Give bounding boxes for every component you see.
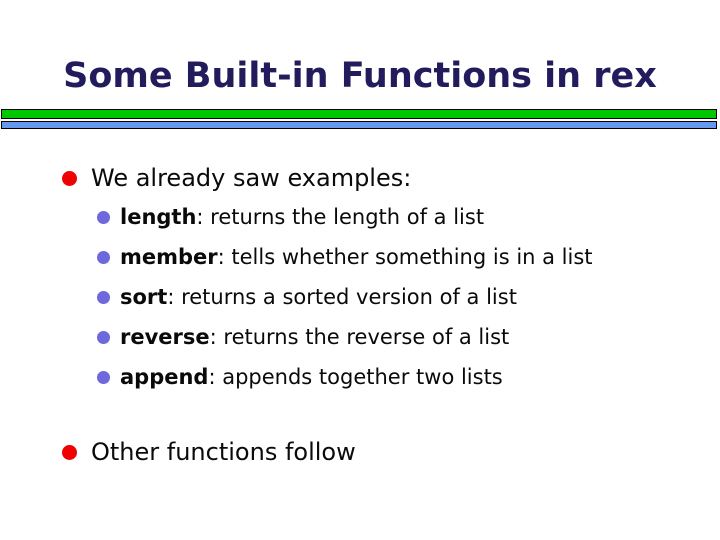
list-item-label: Other functions follow xyxy=(91,438,356,466)
bullet-icon xyxy=(97,290,110,304)
blue-divider-bar xyxy=(1,121,717,129)
bullet-icon xyxy=(97,210,110,224)
list-item: We already saw examples: xyxy=(0,164,411,192)
function-description: : appends together two lists xyxy=(208,365,503,389)
bullet-icon xyxy=(62,444,77,460)
function-description: : returns the reverse of a list xyxy=(209,325,510,349)
list-item: sort: returns a sorted version of a list xyxy=(0,284,517,310)
bullet-icon xyxy=(97,330,110,344)
list-item: reverse: returns the reverse of a list xyxy=(0,324,509,350)
slide-title: Some Built-in Functions in rex xyxy=(63,56,657,96)
list-item: member: tells whether something is in a … xyxy=(0,244,593,270)
function-description: : returns a sorted version of a list xyxy=(167,285,517,309)
function-name: reverse xyxy=(120,325,210,349)
list-item: Other functions follow xyxy=(0,438,356,466)
list-item-label: We already saw examples: xyxy=(91,164,412,192)
green-divider-bar xyxy=(1,109,717,119)
function-description: : returns the length of a list xyxy=(196,205,485,229)
bullet-icon xyxy=(97,250,110,264)
bullet-icon xyxy=(97,370,110,384)
function-name: append xyxy=(120,365,209,389)
function-name: sort xyxy=(120,285,168,309)
function-name: length xyxy=(120,205,197,229)
function-name: member xyxy=(120,245,218,269)
list-item: length: returns the length of a list xyxy=(0,204,484,230)
function-description: : tells whether something is in a list xyxy=(217,245,593,269)
bullet-icon xyxy=(62,170,77,186)
list-item: append: appends together two lists xyxy=(0,364,503,390)
